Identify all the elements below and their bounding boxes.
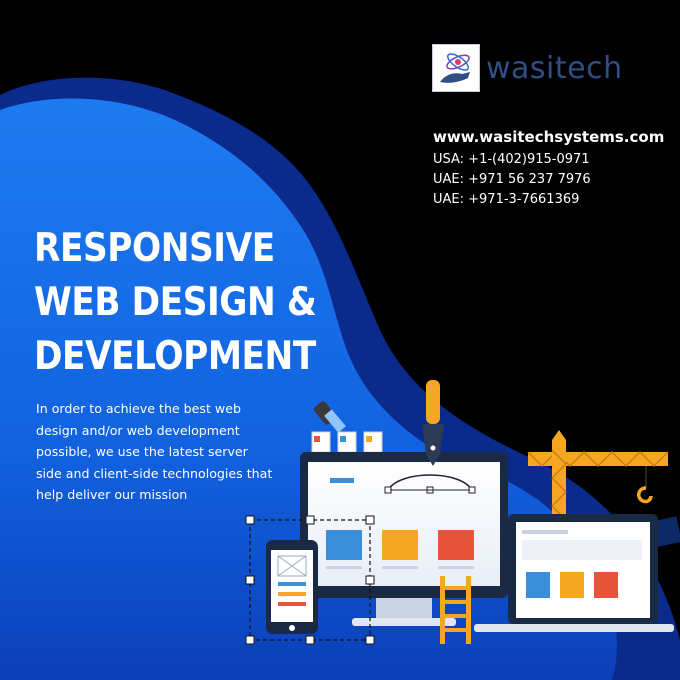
uae-mobile-phone: UAE: +971 56 237 7976 [433, 172, 591, 187]
description-text: In order to achieve the best web design … [36, 401, 273, 502]
laptop [474, 514, 674, 632]
ladder-icon [440, 576, 471, 644]
desktop-monitor [300, 452, 508, 626]
headline-line-3: DEVELOPMENT [34, 334, 316, 379]
headline: RESPONSIVE WEB DESIGN & DEVELOPMENT [34, 222, 317, 384]
atom-hand-icon [432, 44, 480, 92]
website-link[interactable]: www.wasitechsystems.com [433, 128, 665, 146]
selection-frame [245, 515, 375, 645]
brand-logo: wasitech [432, 44, 623, 92]
contact-info: www.wasitechsystems.com USA: +1-(402)915… [433, 128, 664, 212]
usa-phone: USA: +1-(402)915-0971 [433, 152, 590, 167]
brand-name: wasitech [486, 50, 623, 86]
smartphone [266, 540, 318, 634]
web-design-illustration: </> [245, 380, 680, 645]
eyedropper-icon [313, 401, 346, 433]
color-swatches [311, 431, 383, 453]
uae-landline-phone: UAE: +971-3-7661369 [433, 192, 580, 207]
headline-line-1: RESPONSIVE [34, 226, 275, 271]
pen-nib-icon [422, 380, 444, 466]
headline-line-2: WEB DESIGN & [34, 280, 317, 325]
